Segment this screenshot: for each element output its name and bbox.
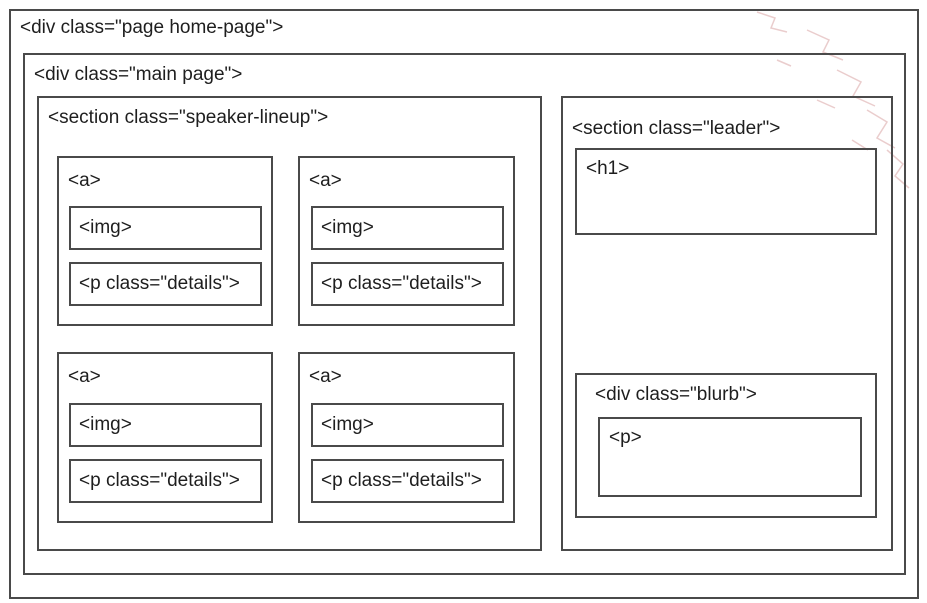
- speaker-lineup-section-label: <section class="speaker-lineup">: [48, 107, 329, 128]
- img-box: <img>: [311, 403, 504, 447]
- details-label: <p class="details">: [321, 470, 482, 491]
- details-box: <p class="details">: [311, 459, 504, 503]
- img-label: <img>: [79, 217, 132, 238]
- img-box: <img>: [311, 206, 504, 250]
- details-label: <p class="details">: [321, 273, 482, 294]
- blurb-box: <div class="blurb"> <p>: [575, 373, 877, 518]
- img-box: <img>: [69, 403, 262, 447]
- anchor-label: <a>: [309, 170, 342, 191]
- main-page-box: <div class="main page">: [23, 53, 906, 575]
- blurb-p-box: <p>: [598, 417, 862, 497]
- img-box: <img>: [69, 206, 262, 250]
- anchor-label: <a>: [68, 170, 101, 191]
- speaker-card-3: <a> <img> <p class="details">: [57, 352, 273, 523]
- anchor-label: <a>: [309, 366, 342, 387]
- speaker-card-4: <a> <img> <p class="details">: [298, 352, 515, 523]
- blurb-label: <div class="blurb">: [595, 384, 757, 405]
- page-home-page-label: <div class="page home-page">: [20, 17, 284, 38]
- img-label: <img>: [321, 414, 374, 435]
- page-home-page-box: <div class="page home-page">: [9, 9, 919, 599]
- main-page-label: <div class="main page">: [34, 64, 243, 85]
- img-label: <img>: [79, 414, 132, 435]
- details-label: <p class="details">: [79, 470, 240, 491]
- blurb-p-label: <p>: [609, 427, 642, 448]
- anchor-label: <a>: [68, 366, 101, 387]
- speaker-lineup-section-box: <section class="speaker-lineup">: [37, 96, 542, 551]
- h1-box: <h1>: [575, 148, 877, 235]
- details-box: <p class="details">: [69, 459, 262, 503]
- leader-section-box: <section class="leader">: [561, 96, 893, 551]
- details-box: <p class="details">: [69, 262, 262, 306]
- img-label: <img>: [321, 217, 374, 238]
- speaker-card-2: <a> <img> <p class="details">: [298, 156, 515, 326]
- h1-label: <h1>: [586, 158, 630, 179]
- details-box: <p class="details">: [311, 262, 504, 306]
- leader-section-label: <section class="leader">: [572, 118, 781, 139]
- speaker-card-1: <a> <img> <p class="details">: [57, 156, 273, 326]
- details-label: <p class="details">: [79, 273, 240, 294]
